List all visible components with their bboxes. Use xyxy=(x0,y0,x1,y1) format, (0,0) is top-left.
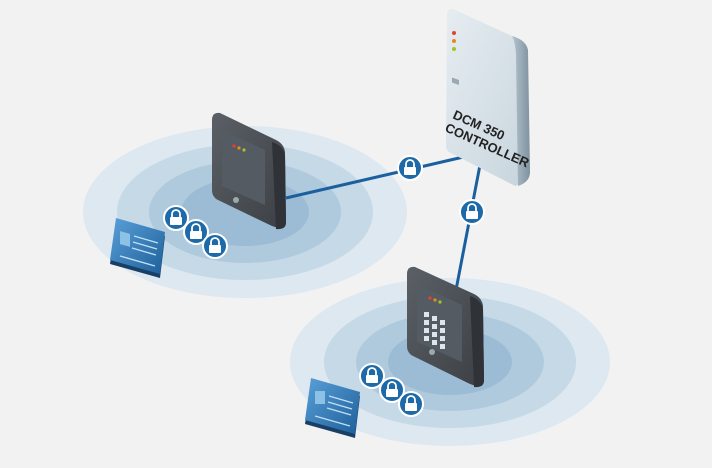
access-card-icon xyxy=(305,378,360,438)
keypad xyxy=(424,312,445,349)
controller-icon: DCM 350 CONTROLLER xyxy=(443,8,532,186)
lock-icon xyxy=(397,155,423,181)
link-left-reader xyxy=(285,153,473,200)
keypad-reader-icon xyxy=(407,266,484,388)
lock-icon xyxy=(202,233,228,259)
card-reader-icon xyxy=(212,112,286,230)
lock-icon xyxy=(398,391,424,417)
link-keypad-reader xyxy=(454,164,482,291)
network-links xyxy=(285,153,482,291)
access-card-icon xyxy=(110,218,165,278)
lock-icon xyxy=(459,199,485,225)
